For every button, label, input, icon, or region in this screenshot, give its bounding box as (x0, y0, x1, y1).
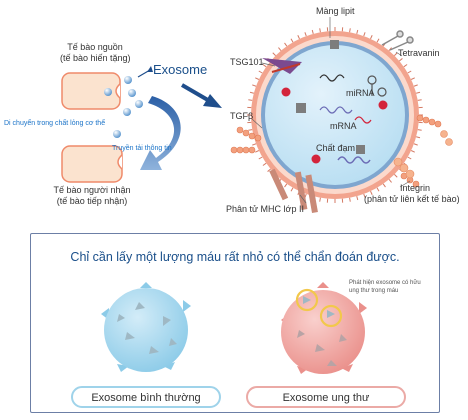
lipid-spike (284, 42, 288, 47)
tgfb-marker (230, 114, 442, 188)
lipid-spike (258, 70, 263, 74)
lipid-spike (410, 150, 415, 153)
lipid-spike (407, 70, 412, 74)
lipid-spike (249, 91, 254, 94)
diagnosis-headline: Chỉ cần lấy một lượng máu rất nhỏ có thể… (70, 250, 400, 264)
lipid-spike (255, 150, 260, 153)
tsg101-label: TSG101 (230, 57, 264, 67)
detect-note: Phát hiện exosome có hữu ung thư trong m… (349, 279, 421, 295)
lipid-spike (267, 168, 271, 172)
lipid-spike (258, 156, 263, 160)
lipid-spike (376, 38, 380, 43)
lipid-spike (370, 190, 373, 195)
lipid-label: Màng lipit (316, 6, 355, 16)
highlight-ring-1 (295, 288, 319, 312)
lipid-spike (262, 64, 267, 68)
lipid-spike (248, 129, 253, 131)
lipid-spike (417, 99, 422, 101)
source-cell (61, 72, 121, 110)
transfer-arrow-icon (140, 96, 181, 170)
lipid-spike (349, 197, 351, 202)
lipid-spike (319, 197, 321, 202)
exosome-cargo (281, 40, 388, 164)
lipid-spike (413, 84, 418, 87)
lipid-spike (290, 38, 294, 43)
protein-label: Chất đạm (316, 143, 356, 153)
lipid-spike (376, 187, 380, 192)
integrin-marker (393, 130, 453, 179)
lipid-spike (388, 179, 392, 183)
source-cell-line1: Tế bào nguồn (67, 42, 123, 52)
normal-exosome (101, 282, 191, 372)
lipid-spike (311, 29, 314, 34)
transfer-label: Truyền tải thông tin (112, 145, 172, 152)
mrna-label: mRNA (330, 121, 357, 131)
lipid-spike (356, 196, 359, 201)
exosome-title: Exosome (153, 62, 208, 77)
normal-exosome-label: Exosome bình thường (71, 386, 221, 408)
lipid-spike (248, 99, 253, 101)
integrin-line2: (phân tử liên kết tế bào) (364, 194, 460, 204)
fluid-label: Di chuyển trong chất lỏng cơ thể (4, 120, 106, 127)
exosome-diagram (61, 17, 453, 213)
lipid-spike (290, 187, 294, 192)
lipid-spike (410, 77, 415, 80)
tetraspanin-marker (381, 30, 414, 51)
cancer-exosome (281, 282, 367, 374)
recipient-cell-line1: Tế bào người nhận (53, 185, 131, 195)
magnified-exosome (247, 27, 423, 203)
lipid-spike (262, 162, 267, 166)
lipid-spike (394, 52, 398, 56)
lipid-spike (363, 32, 366, 37)
highlight-ring-2 (319, 304, 343, 328)
tsg101-marker (262, 58, 302, 74)
recipient-cell-line2: (tế bào tiếp nhận) (56, 196, 128, 206)
lipid-spike (349, 28, 351, 33)
tetraspanin-label: Tetravanin (398, 48, 440, 58)
lipid-spike (403, 64, 408, 68)
comparison-illustration (101, 282, 367, 374)
lipid-spike (382, 183, 386, 188)
lipid-spike (413, 143, 418, 146)
lipid-spike (272, 52, 276, 56)
lipid-spike (252, 84, 257, 87)
recipient-cell-label: Tế bào người nhận (tế bào tiếp nhận) (42, 185, 142, 207)
lipid-spike (417, 129, 422, 131)
cancer-exosome-label: Exosome ung thư (246, 386, 406, 408)
lipid-spike (304, 32, 307, 37)
detect-note-line1: Phát hiện exosome có hữu (349, 280, 421, 286)
mirna-label: miRNA (346, 88, 375, 98)
detect-note-line2: ung thư trong máu (349, 288, 399, 294)
lipid-spike (319, 28, 321, 33)
source-cell-line2: (tế bào hiến tặng) (60, 53, 131, 63)
lipid-spike (255, 77, 260, 80)
mhc-label: Phân tử MHC lớp II (226, 204, 304, 214)
integrin-label: Integrin (phân tử liên kết tế bào) (364, 183, 460, 205)
lipid-spike (297, 35, 300, 40)
lipid-spike (416, 136, 421, 139)
lipid-spike (278, 47, 282, 51)
lipid-spike (284, 183, 288, 188)
lipid-spike (252, 143, 257, 146)
lipid-spike (407, 156, 412, 160)
released-exosomes (113, 76, 143, 138)
diagnosis-panel: Chỉ cần lấy một lượng máu rất nhỏ có thể… (30, 233, 440, 413)
lipid-spike (370, 35, 373, 40)
integrin-line1: Integrin (400, 183, 431, 193)
lipid-spike (356, 29, 359, 34)
zoom-arrow-icon (180, 83, 222, 108)
lipid-spike (394, 174, 398, 178)
lipid-spike (363, 193, 366, 198)
tgfb-label: TGFβ (230, 111, 254, 121)
recipient-cell (61, 145, 123, 183)
source-cell-label: Tế bào nguồn (tế bào hiến tặng) (60, 42, 131, 64)
lipid-spike (399, 58, 403, 62)
lipid-spike (416, 91, 421, 94)
